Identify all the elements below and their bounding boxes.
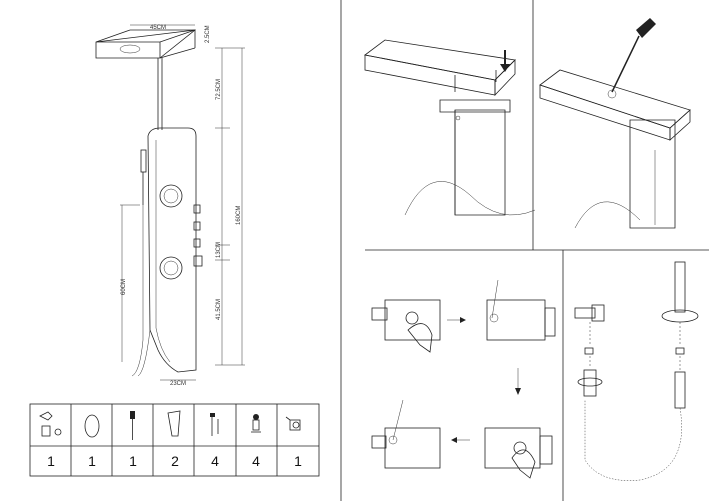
mounting-plate-icon (167, 410, 181, 437)
hand-shower-icon (130, 411, 135, 440)
o-ring-icon (84, 414, 100, 438)
qty-bolt: 4 (252, 453, 260, 469)
qty-hand-shower: 1 (129, 453, 137, 469)
screw-anchor-icon (210, 413, 219, 436)
dim-hose-length: 60CM (121, 279, 127, 295)
parts-table: 1 1 1 2 4 4 1 (29, 403, 320, 477)
screwdriver-icon (611, 18, 656, 93)
dim-top-thickness: 2.5CM (205, 25, 211, 43)
dim-total-height: 160CM (236, 206, 242, 225)
qty-screw-anchor: 4 (211, 453, 219, 469)
dim-upper-height: 72.5CM (216, 79, 222, 100)
qty-o-ring: 1 (88, 453, 96, 469)
dim-mid-segment: 13CM (216, 242, 222, 258)
step-hand-shower-assembly (574, 261, 699, 481)
dim-bottom-width: 23CM (170, 381, 186, 387)
step-connect-valve (371, 279, 556, 479)
dim-lower-segment: 41.5CM (216, 299, 222, 320)
dim-top-width: 45CM (150, 25, 166, 31)
valve-fitting-icon (285, 416, 301, 431)
qty-mounting-plate: 2 (171, 453, 179, 469)
dimension-drawing: 45CM 2.5CM 72.5CM 160CM (95, 24, 245, 387)
wall-bracket-icon (39, 411, 62, 437)
step-fasten-screws (539, 18, 691, 229)
bolt-icon (251, 414, 261, 433)
qty-wall-bracket: 1 (47, 453, 55, 469)
qty-valve-fitting: 1 (294, 453, 302, 469)
step-mount-bracket (364, 39, 536, 216)
